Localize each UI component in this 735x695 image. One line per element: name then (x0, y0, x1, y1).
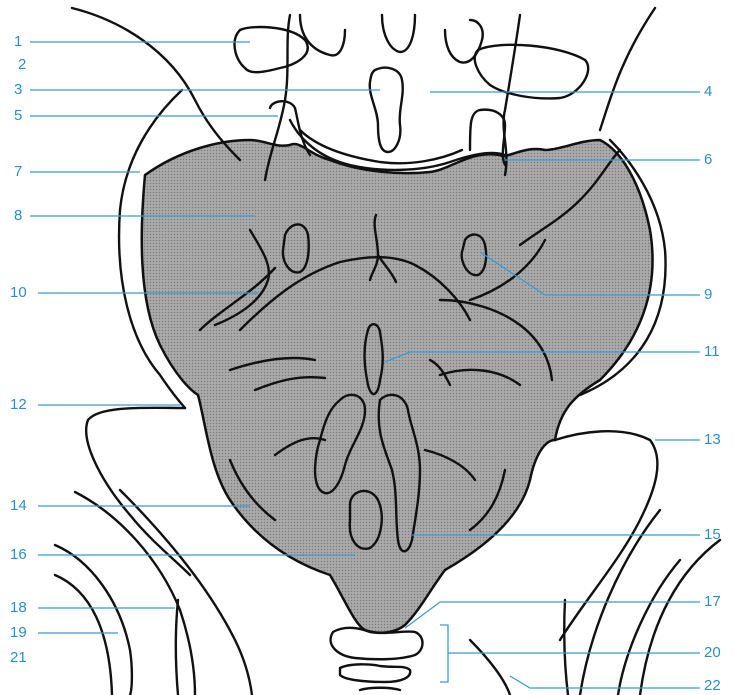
label-8: 8 (14, 207, 22, 225)
label-22: 22 (704, 677, 721, 695)
label-11: 11 (704, 343, 720, 361)
label-18: 18 (10, 599, 27, 617)
label-7: 7 (14, 163, 22, 181)
label-16: 16 (10, 546, 27, 564)
label-17: 17 (704, 593, 721, 611)
sacrum-shaded-area (142, 140, 653, 633)
label-21: 21 (10, 649, 27, 667)
label-2: 2 (18, 56, 26, 74)
label-3: 3 (14, 81, 22, 99)
label-12: 12 (10, 396, 27, 414)
label-6: 6 (704, 151, 712, 169)
label-4: 4 (704, 83, 712, 101)
label-14: 14 (10, 497, 27, 515)
label-19: 19 (10, 624, 27, 642)
label-9: 9 (704, 286, 712, 304)
label-20: 20 (704, 644, 721, 662)
label-5: 5 (14, 107, 22, 125)
label-13: 13 (704, 431, 721, 449)
label-1: 1 (14, 33, 22, 51)
coccyx (331, 628, 423, 690)
label-15: 15 (704, 526, 721, 544)
label-10: 10 (10, 284, 27, 302)
